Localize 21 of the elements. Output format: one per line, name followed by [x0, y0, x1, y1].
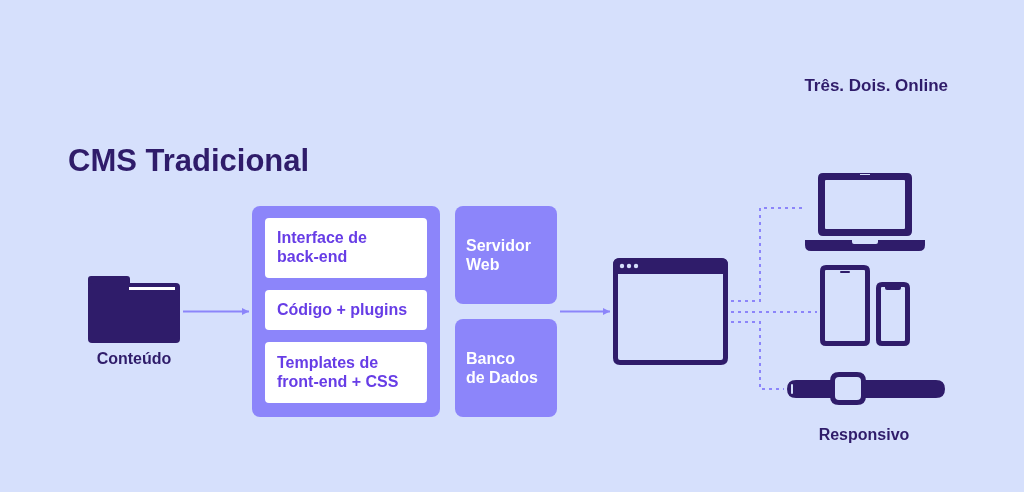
tablet-icon — [820, 265, 870, 346]
smartwatch-icon — [787, 372, 945, 405]
laptop-icon — [805, 173, 925, 251]
smartphone-icon — [876, 282, 910, 346]
service-card: Banco de Dados — [455, 319, 557, 417]
service-card: Servidor Web — [455, 206, 557, 304]
folder-icon — [88, 276, 180, 343]
component-card: Templates de front-end + CSS — [265, 342, 427, 403]
dotted-connector — [730, 321, 785, 390]
component-card: Código + plugins — [265, 290, 427, 330]
diagram-title: CMS Tradicional — [68, 143, 310, 179]
component-panel — [252, 206, 440, 417]
dotted-connector — [730, 207, 803, 302]
arrow — [182, 308, 250, 315]
caption-text: Responsivo — [817, 426, 911, 444]
tagline-text: Três. Dois. Online — [803, 76, 948, 96]
dotted-connector — [730, 311, 818, 313]
arrow — [559, 308, 611, 315]
caption-text: Conteúdo — [95, 350, 173, 368]
component-card: Interface de back-end — [265, 218, 427, 278]
browser-window-icon — [613, 258, 728, 365]
